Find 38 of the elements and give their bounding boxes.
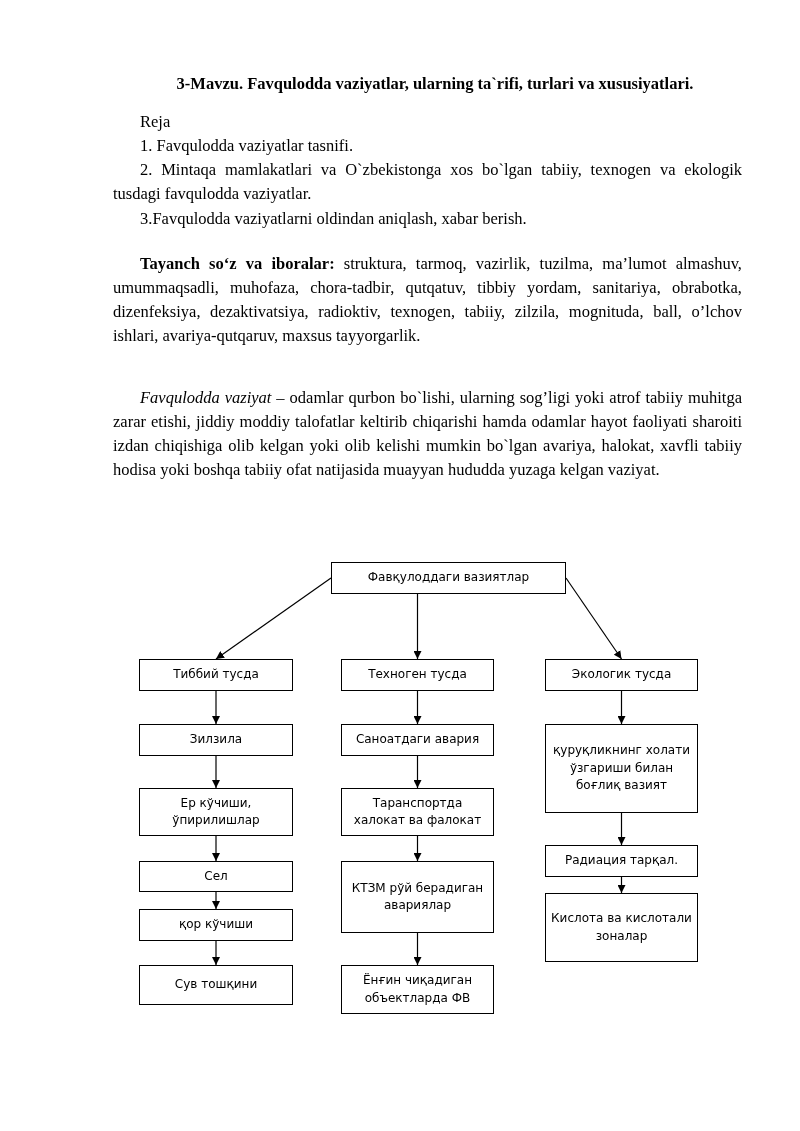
arrow	[212, 690, 220, 725]
arrow	[212, 755, 220, 789]
arrow	[413, 690, 422, 725]
arrow	[413, 593, 422, 660]
arrow	[413, 755, 422, 789]
process-box: Фавқулоддаги вазиятлар	[331, 562, 566, 594]
process-box: Зилзила	[139, 724, 293, 756]
process-box: Ер кўчиши, ўпирилишлар	[139, 788, 293, 836]
arrow	[413, 932, 422, 966]
process-box: Экологик тусда	[545, 659, 698, 691]
process-box: Саноатдаги авария	[341, 724, 494, 756]
arrow	[617, 876, 626, 894]
process-box: Тиббий тусда	[139, 659, 293, 691]
plan-heading: Reja	[139, 111, 172, 133]
arrow	[617, 690, 626, 725]
arrow	[617, 812, 626, 846]
process-box: Кислота ва кислотали зоналар	[545, 893, 698, 962]
process-box: Таранспортда халокат ва фалокат	[341, 788, 494, 836]
heading: 3-Mavzu. Favqulodda vaziyatlar, ularning ta`rifi, turlari va xususiyatlari.	[175, 73, 695, 95]
arrow	[212, 891, 220, 910]
process-box: Радиация тарқал.	[545, 845, 698, 877]
process-box: КТЗМ рўй берадиган авариялар	[341, 861, 494, 933]
plan-item: 1. Favqulodda vaziyatlar tasnifi.	[139, 135, 355, 157]
arrow	[215, 577, 332, 660]
keywords-paragraph: Tayanch so‘z va iboralar: struktura, tarmoq, vazirlik, tuzilma, ma’lumot almashuv, umummaqsadli, muhofaza, chora-tadbir, qutqatuv, tibbiy yordam, sanitariya, obrabotka, dizenfeksiya, dezaktivatsiya, radioktiv, texnogen, tabiiy, zilzila, mognituda, ball, o’lchov ishlari, avariya-qutqaruv, maxsus tayyorgarlik.	[113, 253, 742, 347]
arrow	[212, 835, 220, 862]
arrow	[565, 577, 623, 660]
process-box: Техноген тусда	[341, 659, 494, 691]
definition-paragraph: Favqulodda vaziyat – odamlar qurbon bo`lishi, ularning sog’ligi yoki atrof tabiiy muhitga zarar etishi, jiddiy moddiy talofatlar keltirib chiqarishi hamda odamlar hayot faoliyati sharoiti izdan chiqishiga olib kelgan yoki olib kelishi mumkin bo`lgan avariya, halokat, xavfli tabiiy hodisa yoki boshqa tabiiy ofat natijasida muayyan hududda yuzaga kelgan vaziyat.	[113, 387, 742, 481]
process-box: қуруқликнинг холати ўзгариши билан боғлиқ вазият	[545, 724, 698, 813]
plan-item: 3.Favqulodda vaziyatlarni oldindan aniqlash, xabar berish.	[139, 208, 528, 230]
process-box: Ёнғин чиқадиган объектларда ФВ	[341, 965, 494, 1014]
process-box: Сув тошқини	[139, 965, 293, 1005]
arrow	[413, 835, 422, 862]
plan-item: 2. Mintaqa mamlakatlari va O`zbekistonga xos bo`lgan tabiiy, texnogen va ekologik tusdagi favqulodda vaziyatlar.	[113, 159, 742, 205]
process-box: Сел	[139, 861, 293, 892]
process-box: қор кўчиши	[139, 909, 293, 941]
arrow	[212, 940, 220, 966]
